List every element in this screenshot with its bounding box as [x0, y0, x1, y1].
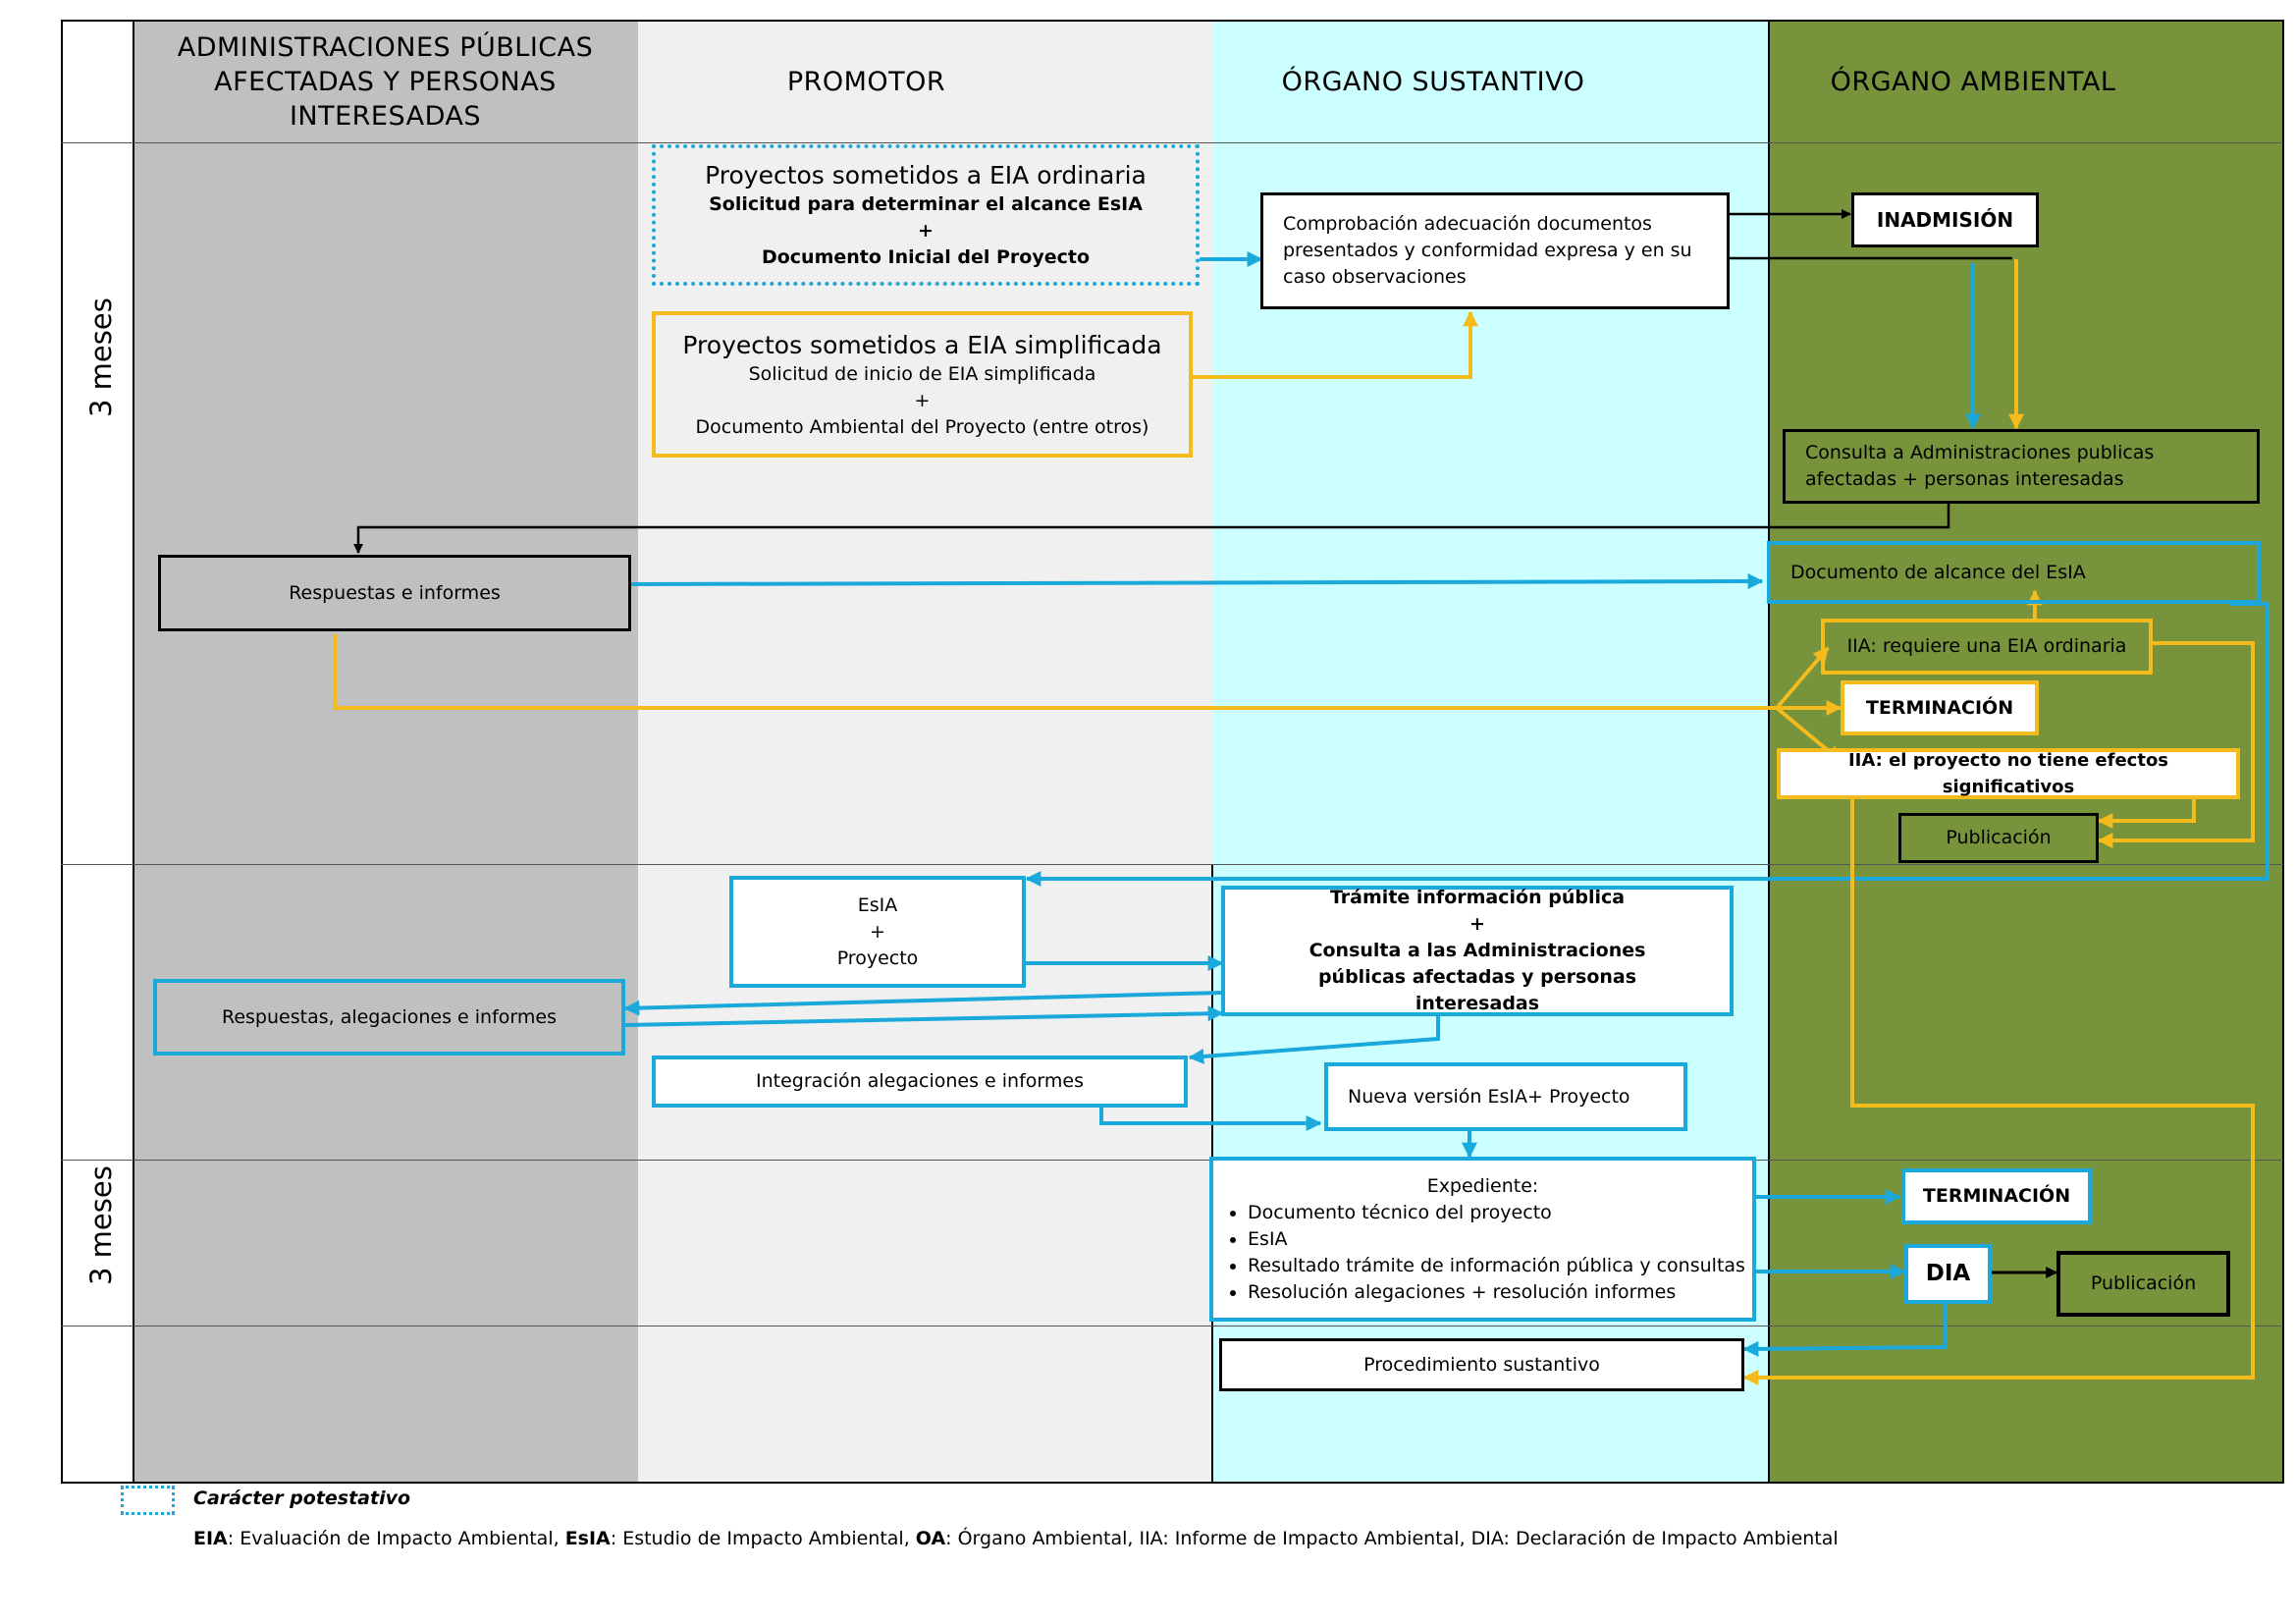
arrow-consulta-respuestas [353, 503, 1950, 554]
esia-proyecto-l2: + [870, 920, 885, 943]
eia-ordinaria-title: Proyectos sometidos a EIA ordinaria [705, 161, 1147, 189]
arrow-decision-iia-ordinaria [1775, 646, 1830, 710]
expediente-title: Expediente: [1426, 1174, 1539, 1197]
expediente-item: Resultado trámite de información pública… [1248, 1253, 1745, 1279]
eia-ordinaria-line2: Documento Inicial del Proyecto [761, 246, 1091, 268]
comprobacion-text: Comprobación adecuación documentos prese… [1283, 213, 1692, 288]
promotor-lane [638, 21, 1212, 1483]
legend-abbr-eia: EIA [193, 1528, 228, 1549]
node-tramite: Trámite información pública + Consulta a… [1221, 886, 1734, 1016]
node-consulta: Consulta a Administraciones publicas afe… [1783, 429, 2260, 504]
arrow-iia-ordinaria-publicacion [2097, 641, 2255, 848]
esia-proyecto-l1: EsIA [857, 893, 898, 916]
lane-header-promotor: PROMOTOR [786, 66, 946, 97]
arrow-integracion-nueva-version [1099, 1108, 1322, 1131]
arrow-no-efectos-procedimiento [1742, 796, 2255, 1385]
tramite-l3: Consulta a las Administraciones públicas… [1308, 940, 1646, 1014]
legend-potestativo-label: Carácter potestativo [193, 1488, 411, 1509]
legend-abbr-oa: OA [915, 1528, 946, 1549]
node-nueva-version: Nueva versión EsIA+ Proyecto [1324, 1062, 1687, 1131]
node-procedimiento: Procedimiento sustantivo [1219, 1338, 1744, 1391]
consulta-text: Consulta a Administraciones publicas afe… [1805, 442, 2155, 490]
arrow-alcance-promotor [1025, 602, 2269, 887]
node-integracion: Integración alegaciones e informes [652, 1056, 1188, 1108]
expediente-item: EsIA [1248, 1226, 1745, 1253]
tramite-l2: + [1469, 913, 1485, 935]
node-iia-no-efectos: IIA: el proyecto no tiene efectos signif… [1777, 748, 2240, 799]
phase-separator-2 [61, 1160, 2283, 1161]
line-respuestas-decision [333, 634, 1777, 710]
diagram-frame [61, 20, 2284, 1484]
lane-header-sustantivo: ÓRGANO SUSTANTIVO [1281, 66, 1585, 97]
lane-header-ambiental: ÓRGANO AMBIENTAL [1830, 66, 2116, 97]
legend-def-esia: : Estudio de Impacto Ambiental, [610, 1528, 916, 1549]
legend-def-eia: : Evaluación de Impacto Ambiental, [227, 1528, 565, 1549]
node-documento-alcance: Documento de alcance del EsIA [1767, 541, 2261, 604]
legend-def-oa: : Órgano Ambiental, IIA: Informe de Impa… [945, 1528, 1839, 1549]
node-respuestas: Respuestas e informes [158, 555, 631, 631]
admin-lane [133, 21, 638, 1483]
time-column-divider [133, 20, 134, 1484]
node-dia: DIA [1904, 1244, 1992, 1304]
expediente-item: Documento técnico del proyecto [1248, 1200, 1745, 1226]
node-eia-simplificada: Proyectos sometidos a EIA simplificada S… [652, 311, 1193, 458]
ambiental-divider [1768, 20, 1770, 1484]
arrow-tramite-integracion [1188, 1016, 1440, 1064]
arrow-dia-procedimiento [1742, 1304, 1948, 1357]
eia-simplificada-plus: + [914, 389, 931, 411]
node-iia-ordinaria: IIA: requiere una EIA ordinaria [1821, 619, 2153, 675]
lane-header-admin: ADMINISTRACIONES PÚBLICAS AFECTADAS Y PE… [177, 31, 594, 132]
node-esia-proyecto: EsIA + Proyecto [729, 876, 1026, 988]
header-separator [61, 142, 2283, 143]
node-respuestas-alegaciones: Respuestas, alegaciones e informes [153, 979, 625, 1056]
legend-abbreviations: EIA: Evaluación de Impacto Ambiental, Es… [193, 1528, 1839, 1549]
arrow-simplificada-comprobacion [1193, 310, 1478, 379]
eia-ordinaria-plus: + [918, 220, 934, 242]
node-comprobacion: Comprobación adecuación documentos prese… [1260, 192, 1730, 309]
node-inadmision: INADMISIÓN [1851, 192, 2039, 247]
eia-ordinaria-line1: Solicitud para determinar el alcance EsI… [709, 193, 1143, 215]
arrow-respuestas-tramite [624, 1005, 1224, 1027]
node-terminacion-1: TERMINACIÓN [1841, 680, 2039, 735]
legend-abbr-esia: EsIA [564, 1528, 611, 1549]
arrow-tramite-respuestas [623, 991, 1223, 1016]
esia-proyecto-l3: Proyecto [836, 947, 919, 969]
expediente-list: Documento técnico del proyecto EsIA Resu… [1220, 1200, 1745, 1306]
eia-simplificada-line2: Documento Ambiental del Proyecto (entre … [695, 415, 1149, 438]
legend-potestativo-swatch [121, 1486, 175, 1515]
arrow-no-efectos-publicacion [2097, 796, 2196, 829]
node-publicacion-1: Publicación [1898, 813, 2099, 863]
node-eia-ordinaria: Proyectos sometidos a EIA ordinaria Soli… [652, 144, 1200, 286]
phase-separator-1 [61, 864, 2283, 865]
eia-simplificada-line1: Solicitud de inicio de EIA simplificada [748, 362, 1096, 385]
node-terminacion-2: TERMINACIÓN [1901, 1168, 2092, 1224]
arrow-respuestas-alcance [629, 573, 1764, 590]
node-publicacion-2: Publicación [2056, 1251, 2230, 1317]
eia-simplificada-title: Proyectos sometidos a EIA simplificada [682, 330, 1162, 359]
expediente-item: Resolución alegaciones + resolución info… [1248, 1279, 1745, 1306]
tramite-l1: Trámite información pública [1329, 887, 1626, 908]
node-expediente: Expediente: Documento técnico del proyec… [1209, 1157, 1756, 1322]
